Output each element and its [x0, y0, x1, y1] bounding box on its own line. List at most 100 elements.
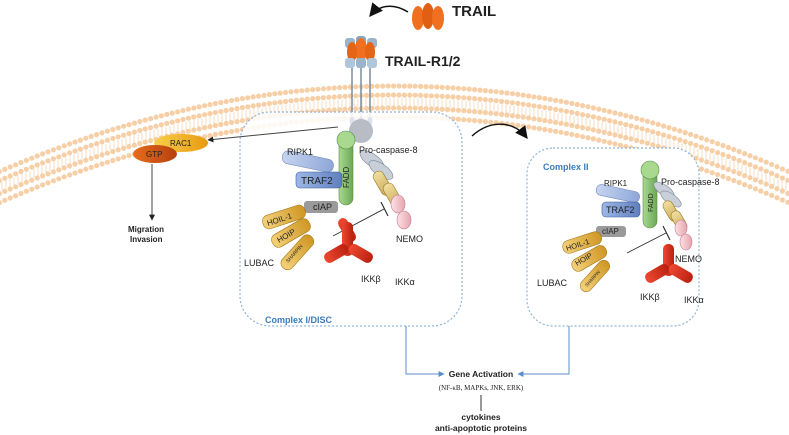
gene-activation-title: Gene Activation [449, 369, 513, 379]
lipid-head [7, 195, 13, 201]
lipid-head [169, 110, 175, 116]
lipid-head [628, 123, 634, 129]
lipid-head [644, 118, 651, 124]
lipid-head [88, 142, 94, 148]
lipid-head [634, 124, 640, 130]
lipid-head [218, 99, 224, 106]
lipid-head [661, 132, 667, 138]
lipid-head [342, 84, 348, 90]
lipid-head [131, 120, 137, 126]
lipid-head [515, 122, 521, 128]
lipid-head [461, 108, 467, 114]
lipid-head [434, 84, 440, 90]
lipid-head [277, 99, 283, 105]
lipid-head [229, 128, 235, 135]
lipid-head [585, 126, 591, 132]
lipid-head [742, 173, 748, 179]
lipid-head [223, 98, 229, 105]
lipid-head [234, 119, 240, 125]
lipid-head [677, 128, 683, 134]
lipid-head [698, 144, 705, 150]
gene-activation-pathways: (NF-κB, MAPKs, JNK, ERK) [439, 384, 524, 392]
lipid-head [0, 178, 2, 184]
lipid-head [277, 90, 283, 96]
lipid-head [455, 94, 461, 100]
lipid-head [607, 109, 613, 115]
lipid-head [293, 88, 299, 94]
lipid-head [682, 139, 688, 145]
lipid-head [61, 165, 67, 171]
lipid-head [18, 190, 24, 197]
lipid-head [148, 125, 154, 131]
lipid-head [515, 113, 521, 119]
lipid-head [574, 123, 580, 130]
lipid-head [499, 120, 505, 126]
lipid-head [396, 92, 402, 98]
lipid-head [364, 105, 370, 111]
lipid-head [126, 122, 132, 128]
lipid-head [218, 121, 224, 128]
lipid-head [482, 110, 488, 116]
lipid-head [337, 85, 343, 91]
lipid-head [504, 99, 510, 105]
lipid-head [763, 168, 769, 174]
lipid-head [315, 95, 321, 101]
lipid-head [239, 118, 245, 124]
lipid-head [747, 162, 753, 168]
lipid-head [698, 157, 705, 163]
lipid-head [180, 116, 186, 123]
lipid-head [499, 89, 505, 95]
lipid-head [439, 84, 445, 90]
lipid-head [29, 186, 35, 192]
lipid-head [569, 100, 575, 106]
complex1-fadd-label: FADD [342, 166, 351, 188]
lipid-head [310, 96, 316, 102]
lipid-head [142, 117, 148, 123]
invasion-label: Invasion [130, 235, 163, 244]
lipid-head [115, 125, 121, 131]
lipid-head [23, 179, 29, 185]
lipid-head [580, 134, 586, 140]
lipid-head [590, 114, 597, 120]
lipid-head [725, 144, 732, 151]
lipid-head [590, 105, 597, 111]
lipid-head [77, 146, 83, 152]
lipid-head [77, 168, 83, 174]
lipid-head [752, 155, 759, 161]
lipid-head [731, 168, 737, 175]
lipid-head [725, 153, 732, 160]
trail-label: TRAIL [452, 3, 496, 20]
lipid-head [315, 86, 321, 92]
complex1-ikkb-label: IKKβ [361, 274, 381, 284]
lipid-head [439, 93, 445, 99]
lipid-head [477, 118, 483, 124]
lipid-head [623, 113, 629, 119]
lipid-head [310, 87, 316, 93]
lipid-head [385, 83, 391, 89]
lipid-head [331, 85, 337, 91]
lipid-head [94, 154, 100, 160]
lipid-head [634, 137, 640, 143]
lipid-head [580, 125, 586, 131]
lipid-head [158, 113, 164, 119]
lipid-head [380, 92, 386, 98]
lipid-head [736, 179, 742, 186]
lipid-head [563, 130, 570, 136]
lipid-head [536, 117, 543, 123]
complex2-fadd-label: FADD [648, 193, 655, 212]
lipid-head [0, 200, 2, 206]
lipid-head [396, 83, 402, 89]
lipid-head [785, 168, 789, 174]
lipid-head [520, 123, 526, 129]
lipid-head [574, 132, 580, 139]
lipid-head [709, 148, 715, 154]
lipid-head [617, 111, 624, 117]
complex1-lubac-label: LUBAC [244, 258, 275, 268]
lipid-head [704, 168, 710, 174]
lipid-head [175, 118, 181, 124]
lipid-head [493, 98, 499, 104]
lipid-head [536, 104, 543, 110]
lipid-head [207, 133, 213, 139]
lipid-head [526, 115, 532, 121]
lipid-head [590, 136, 597, 142]
